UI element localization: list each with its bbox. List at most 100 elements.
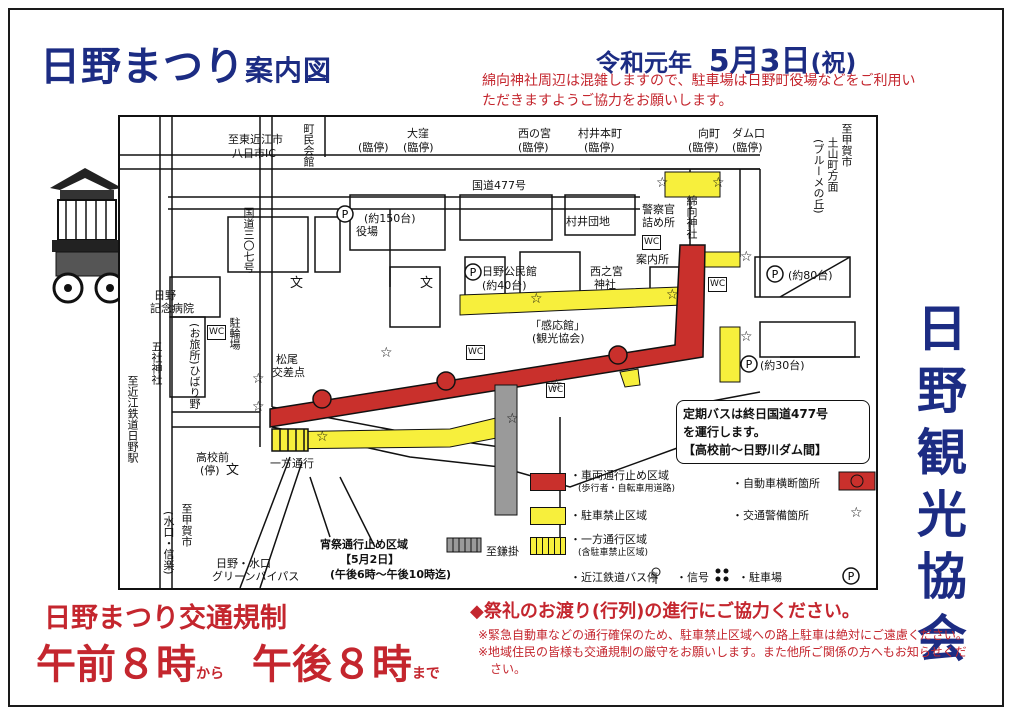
wc-icon: WC <box>546 383 566 398</box>
label-rinji-1: (臨停) <box>358 141 389 154</box>
label-keisatsu2: 詰め所 <box>642 216 675 229</box>
guard-star-icon: ☆ <box>712 175 725 191</box>
label-nishinomiya-jinja1: 西之宮 <box>590 265 623 278</box>
legend-oneway-swatch <box>530 537 566 555</box>
label-hospital2: 記念病院 <box>150 302 194 315</box>
label-rinji-nishinomiya: (臨停) <box>518 141 549 154</box>
page-title: 日野まつり案内図 <box>40 44 333 90</box>
regulation-title: 日野まつり交通規制 <box>44 603 287 634</box>
label-kamakake: 至鎌掛 <box>486 545 519 558</box>
wc-icon: WC <box>207 325 227 340</box>
school-icon: 文 <box>290 276 304 291</box>
svg-text:P: P <box>848 570 855 583</box>
label-parking: 駐輪場 <box>228 317 241 350</box>
guard-star-icon: ☆ <box>740 249 753 265</box>
legend-crossing: ・自動車横断箇所 <box>732 477 820 490</box>
guard-star-icon: ☆ <box>252 371 265 387</box>
legend-crossing-swatch <box>838 471 876 491</box>
label-p80: (約80台) <box>788 269 833 282</box>
guard-star-icon: ☆ <box>252 399 265 415</box>
legend-parking: ・駐車場 <box>738 571 782 584</box>
svg-text:P: P <box>470 266 477 279</box>
label-p150: (約150台) <box>364 212 416 225</box>
svg-text:P: P <box>746 358 753 371</box>
legend-nopark: ・駐車禁止区域 <box>570 509 647 522</box>
label-hospital1: 日野 <box>154 289 176 302</box>
parking-icon: P <box>740 355 758 373</box>
school-icon: 文 <box>226 463 240 478</box>
festival-float-illustration <box>50 168 126 304</box>
label-yoimatsuri3: (午後6時〜午後10時迄) <box>330 568 452 581</box>
guard-star-icon: ☆ <box>656 175 669 191</box>
regulation-hours: 午前８時から 午後８時まで <box>36 642 440 688</box>
label-yakuba: 役場 <box>356 225 378 238</box>
label-p40: (約40台) <box>482 279 527 292</box>
parking-notice: 綿向神社周辺は混雑しますので、駐車場は日野町役場などをご利用い ただきますようご… <box>482 73 916 109</box>
legend-oneway-note: (含駐車禁止区域) <box>578 548 649 558</box>
label-kokomae2: (停) <box>200 464 220 477</box>
label-bypass1: 日野・水口 <box>216 557 271 570</box>
label-route477: 国道477号 <box>472 179 526 192</box>
legend-closed-swatch <box>530 473 566 491</box>
guard-star-icon: ☆ <box>506 411 519 427</box>
wc-icon: WC <box>466 345 486 360</box>
wc-icon: WC <box>642 235 662 250</box>
legend-parking-icon: P <box>842 567 860 585</box>
wc-icon: WC <box>708 277 728 292</box>
guard-star-icon: ☆ <box>530 291 543 307</box>
label-p30: (約30台) <box>760 359 805 372</box>
page-frame <box>8 8 1004 707</box>
label-gosha: 五社神社 <box>150 341 163 385</box>
label-kannou2: (観光協会) <box>532 332 585 345</box>
label-yoimatsuri1: 宵祭通行止め区域 <box>320 538 408 551</box>
label-ookubo: 大窪 <box>407 127 429 140</box>
label-bypass2: グリーンバイパス <box>212 570 300 583</box>
label-higashiomi: 至東近江市 <box>228 133 283 146</box>
label-rinji-mukai: (臨停) <box>688 141 719 154</box>
parking-icon: P <box>464 263 482 281</box>
label-yoimatsuri2: 【5月2日】 <box>340 553 400 566</box>
label-to-koka2: 至甲賀市 <box>180 503 193 547</box>
legend-bus-stop-icon <box>651 567 661 584</box>
legend-closed: ・車両通行止め区域 <box>570 469 669 482</box>
label-matsuo2: 交差点 <box>272 366 305 379</box>
legend-guard: ・交通警備箇所 <box>732 509 809 522</box>
guard-star-icon: ☆ <box>666 287 679 303</box>
label-rinji-ookubo: (臨停) <box>403 141 434 154</box>
guard-star-icon: ☆ <box>550 377 563 393</box>
map-roads <box>120 117 860 588</box>
school-icon: 文 <box>420 276 434 291</box>
legend-signal: ・信号 <box>676 571 709 584</box>
guard-star-icon: ☆ <box>316 429 329 445</box>
label-to-koka: 至甲賀市 <box>840 123 853 167</box>
label-minakuchi: (水口・信楽) <box>162 511 175 575</box>
label-muraidanchi: 村井団地 <box>566 215 610 228</box>
label-rinji-murai: (臨停) <box>584 141 615 154</box>
legend-star-icon: ☆ <box>850 505 863 521</box>
label-to-ohmi: 至近江鉄道日野駅 <box>126 375 139 463</box>
cooperation-headline: ◆祭礼のお渡り(行列)の進行にご協力ください。 <box>470 601 860 622</box>
label-kominkan: 日野公民館 <box>482 265 537 278</box>
label-oneway: 一方通行 <box>270 457 314 470</box>
parking-icon: P <box>336 205 354 223</box>
label-otabisho: (お旅所)ひばり野 <box>188 323 201 409</box>
label-chomin: 町民会館 <box>302 123 315 167</box>
evening-closure-swatch <box>446 537 482 553</box>
org-name: 日野観光協会 <box>917 300 967 668</box>
label-nishinomiya: 西の宮 <box>518 127 551 140</box>
bus-notice: 定期バスは終日国道477号 を運行します。 【高校前〜日野川ダム間】 <box>676 400 870 464</box>
label-muraihon: 村井本町 <box>578 127 622 140</box>
guard-star-icon: ☆ <box>380 345 393 361</box>
label-rinji-damu: (臨停) <box>732 141 763 154</box>
svg-text:P: P <box>772 268 779 281</box>
label-kokomae1: 高校前 <box>196 451 229 464</box>
festival-date: 令和元年 5月3日(祝) <box>596 44 857 79</box>
legend-signal-icon <box>715 568 729 582</box>
guard-star-icon: ☆ <box>740 329 753 345</box>
label-watamuki: 綿向神社 <box>685 195 698 239</box>
label-blueme: (ブルーメの丘) <box>812 139 825 214</box>
label-yokaichi: 八日市IC <box>232 147 276 160</box>
cooperation-notes: ※緊急自動車などの通行確保のため、駐車禁止区域への路上駐車は絶対にご遠慮ください… <box>478 628 968 676</box>
label-matsuo1: 松尾 <box>276 353 298 366</box>
parking-icon: P <box>766 265 784 283</box>
